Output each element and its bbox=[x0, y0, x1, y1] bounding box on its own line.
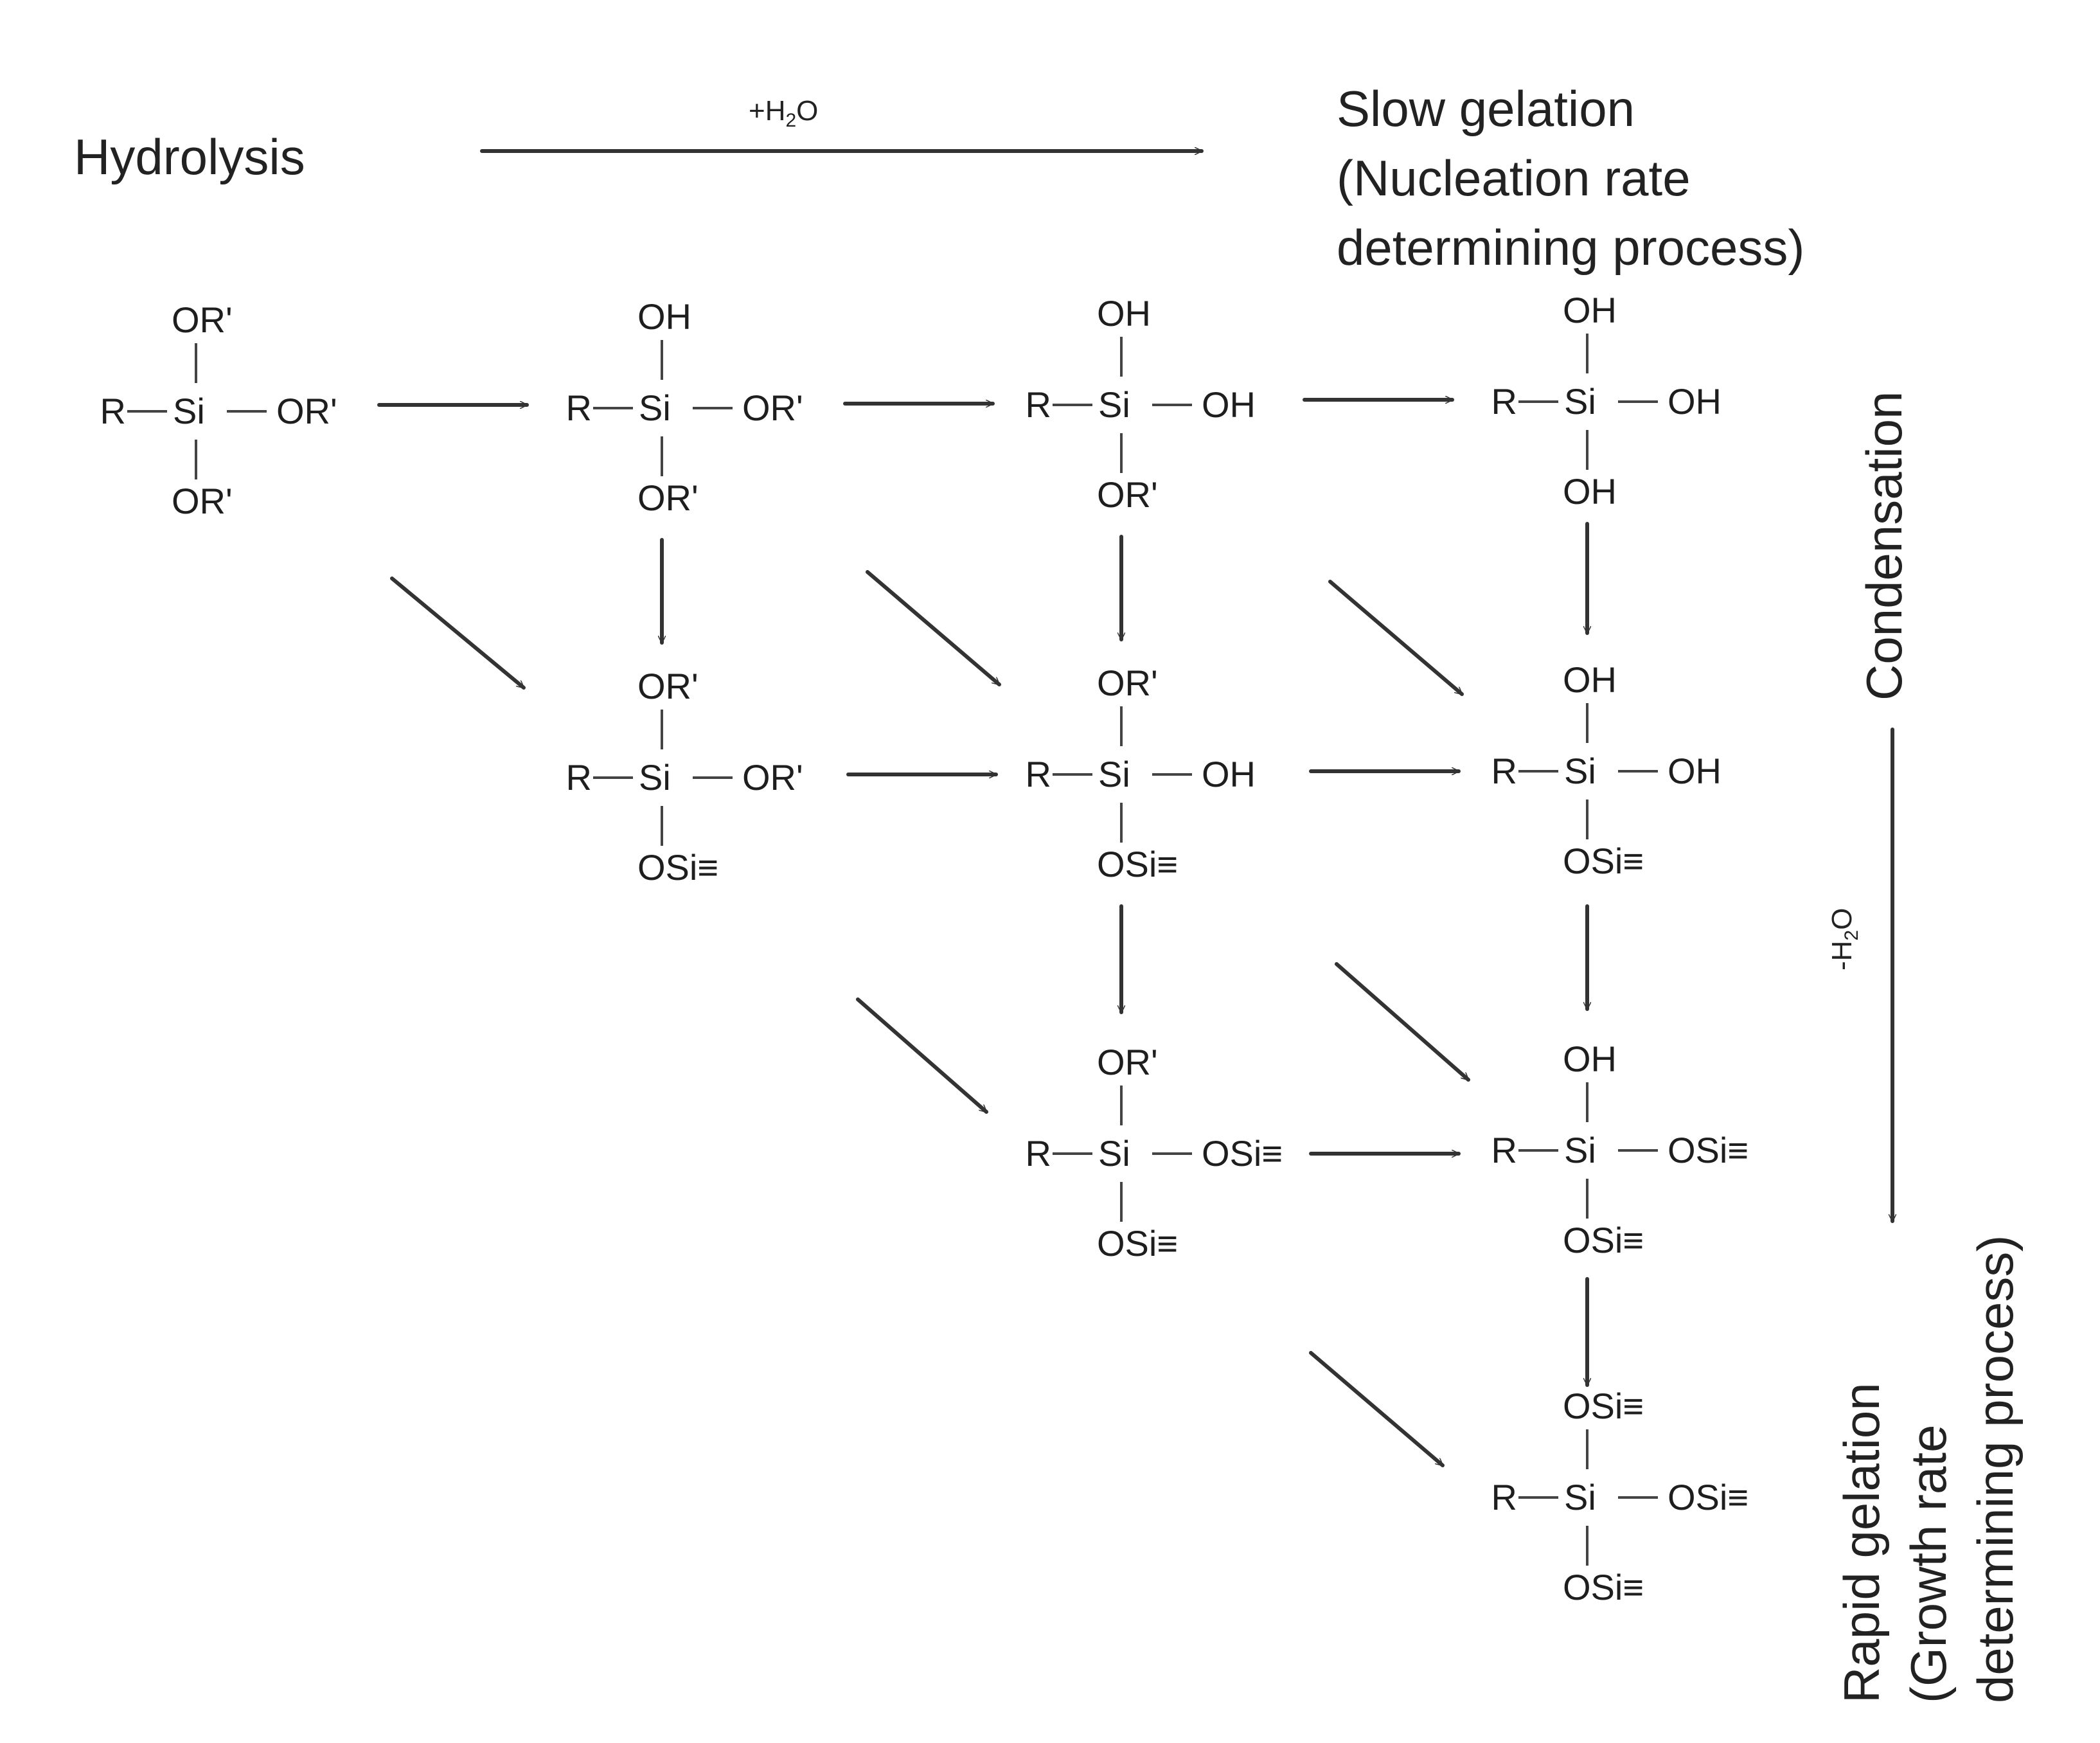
arrow-d-m12-m23 bbox=[1335, 962, 1470, 1082]
species-m12: R Si OH OR' OSi≡ bbox=[1025, 663, 1256, 884]
species-m02: R Si OH OH OR' bbox=[1025, 293, 1256, 515]
species-m00: R Si OR' OR' OR' bbox=[100, 299, 337, 521]
condensation-label: Condensation bbox=[1856, 391, 1912, 701]
arrow-d-m02-m13 bbox=[1328, 580, 1464, 696]
arrow-d-m22-m33 bbox=[1309, 1351, 1445, 1467]
species-m01: R Si OR' OH OR' bbox=[565, 296, 803, 518]
plus-water-label: +H2O bbox=[749, 95, 819, 131]
arrow-d-m00-m11 bbox=[390, 577, 526, 690]
hydrolysis-label: Hydrolysis bbox=[74, 129, 305, 185]
rapid-gelation-heading: Rapid gelation (Growth rate determining … bbox=[1833, 1235, 2024, 1703]
species-m33: R Si OSi≡ OSi≡ OSi≡ bbox=[1491, 1386, 1749, 1607]
slow-gelation-heading: Slow gelation (Nucleation rate determini… bbox=[1337, 80, 1805, 276]
arrow-d-m11-m22 bbox=[856, 997, 988, 1114]
arrow-d-m01-m12 bbox=[866, 570, 1001, 686]
species-m13: R Si OH OH OSi≡ bbox=[1491, 659, 1722, 881]
minus-water-label: -H2O bbox=[1826, 907, 1862, 970]
species-m23: R Si OSi≡ OH OSi≡ bbox=[1491, 1039, 1749, 1260]
